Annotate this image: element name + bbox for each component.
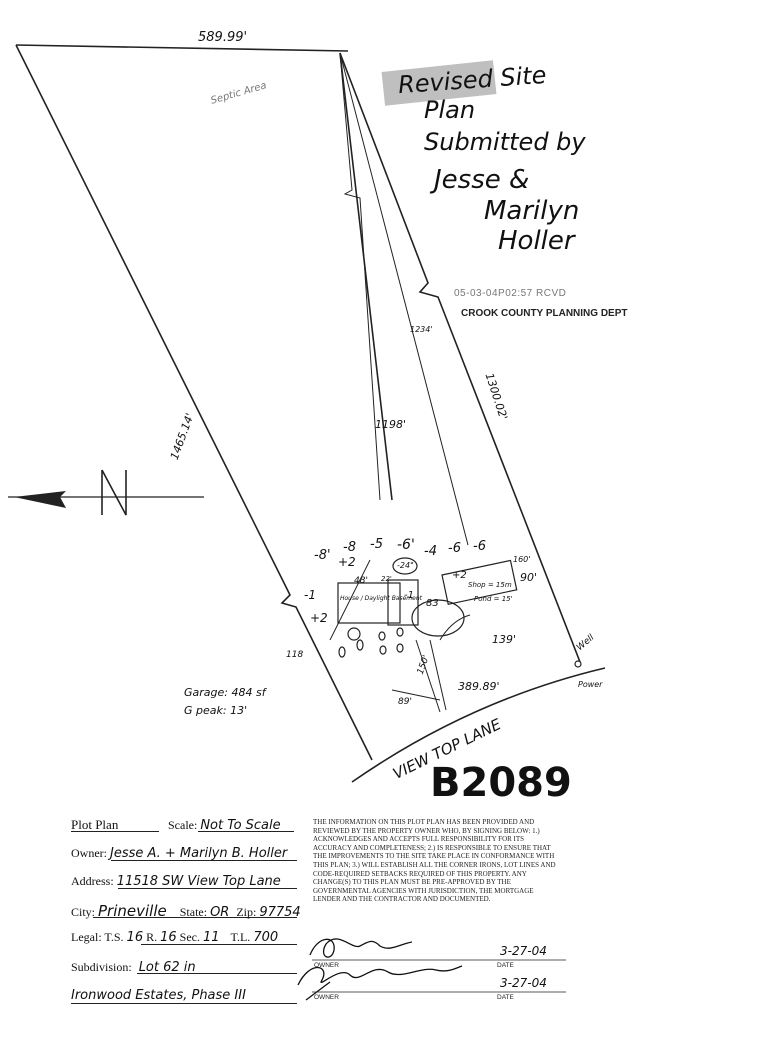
city-row: City: Prineville State: OR Zip: 97754 <box>71 902 301 920</box>
garage-peak-note: G peak: 13' <box>184 704 248 717</box>
right-frontage-dimension: 139' <box>492 633 517 646</box>
plot-plan-title: Plot Plan <box>71 817 119 832</box>
department-stamp: CROOK COUNTY PLANNING DEPT <box>461 308 628 319</box>
owner-label: Owner: <box>71 846 107 860</box>
elevation-mark: -1 <box>404 590 414 601</box>
date-label: DATE <box>497 962 514 969</box>
building-footprints <box>337 557 582 668</box>
elevation-mark: -6' <box>397 537 415 553</box>
heading-line: Submitted by <box>424 128 586 156</box>
owner-signature-label: OWNER <box>314 962 339 969</box>
ts-value: 16 <box>126 930 144 945</box>
owner-row: Owner: Jesse A. + Marilyn B. Holler <box>71 846 287 861</box>
heading-line: Holler <box>498 226 575 256</box>
legal-label: Legal: T.S. <box>71 930 124 944</box>
elevation-mark: +2 <box>452 570 467 581</box>
subdivision-underline-2 <box>71 1003 297 1004</box>
top-boundary-dimension: 589.99' <box>198 30 248 45</box>
address-underline <box>118 888 297 889</box>
zip-value: 97754 <box>259 905 301 920</box>
signature-date: 3-27-04 <box>500 976 547 990</box>
address-label: Address: <box>71 874 114 888</box>
scale-value: Not To Scale <box>200 818 281 833</box>
subdivision-underline <box>137 973 297 974</box>
small-dimension: 1234' <box>410 325 433 334</box>
subdivision-value-2: Ironwood Estates, Phase III <box>71 988 246 1003</box>
house-dimension: 48' <box>354 576 368 586</box>
house-dimension: 90' <box>520 571 538 584</box>
north-arrow-icon <box>8 469 204 516</box>
elevation-mark: -6 <box>473 539 486 554</box>
lot-boundary <box>15 44 606 783</box>
frontage-dimension: 389.89' <box>458 680 500 693</box>
owner-signature-label: OWNER <box>314 994 339 1001</box>
subdivision-value: Lot 62 in <box>138 960 196 975</box>
house-label: House / Daylight Basement <box>340 595 422 602</box>
city-underline <box>93 917 297 918</box>
address-row: Address: 11518 SW View Top Lane <box>71 874 281 889</box>
title-underline <box>71 831 159 832</box>
received-stamp: 05-03-04P02:57 RCVD <box>454 288 567 299</box>
signature-lines <box>312 959 566 993</box>
shop-label: Shop = 15m <box>468 581 512 589</box>
legal-underline <box>141 944 297 945</box>
scale-underline <box>198 831 294 832</box>
side-setback: 118 <box>286 650 304 660</box>
elevation-mark: -5 <box>370 537 383 552</box>
city-label: City: <box>71 905 96 919</box>
center-dimension: 1198' <box>375 418 407 431</box>
elevation-mark: -8 <box>343 540 356 555</box>
date-label: DATE <box>497 994 514 1001</box>
owner-signature <box>297 938 463 1001</box>
elevation-mark: -8' <box>314 548 331 563</box>
heading-line: Jesse & <box>434 165 530 195</box>
heading-line: Plan <box>424 96 476 124</box>
elevation-mark: -6 <box>448 541 461 556</box>
section-value: 11 <box>202 930 220 945</box>
front-setback: 89' <box>398 697 412 707</box>
house-dimension: 22' <box>381 575 392 583</box>
elevation-mark: +2 <box>338 555 356 569</box>
address-value: 11518 SW View Top Lane <box>116 874 281 889</box>
zip-label: Zip: <box>236 905 257 919</box>
range-label: R. <box>146 930 158 944</box>
state-label: State: <box>179 905 208 919</box>
power-label: Power <box>578 680 603 689</box>
range-value: 16 <box>160 930 177 945</box>
tax-lot-value: 700 <box>253 930 279 945</box>
subdivision-row-2: Ironwood Estates, Phase III <box>71 988 246 1003</box>
section-label: Sec. <box>179 930 200 944</box>
city-value: Prineville <box>98 902 167 920</box>
plot-plan-row: Plot Plan <box>71 817 118 833</box>
heading-line: Marilyn <box>484 196 580 226</box>
highlight-mark <box>381 60 497 106</box>
elevation-mark: -1 <box>304 588 316 602</box>
driveway-lines <box>329 559 471 713</box>
house-dimension: 83 <box>426 598 439 609</box>
scale-row: Scale: Not To Scale <box>168 818 281 833</box>
house-dimension: 160' <box>513 555 531 564</box>
owner-disclaimer: THE INFORMATION ON THIS PLOT PLAN HAS BE… <box>313 818 556 904</box>
elevation-mark: +2 <box>310 611 328 625</box>
elevation-mark: -24" <box>397 561 414 570</box>
tax-lot-label: T.L. <box>230 930 251 944</box>
pond-label: Pond = 15' <box>474 595 513 603</box>
subdivision-row: Subdivision: Lot 62 in <box>71 960 196 975</box>
scale-label: Scale: <box>168 818 198 832</box>
elevation-mark: -4 <box>424 544 437 559</box>
owner-value: Jesse A. + Marilyn B. Holler <box>110 846 288 861</box>
garage-note: Garage: 484 sf <box>184 686 266 699</box>
signature-date: 3-27-04 <box>500 944 547 958</box>
legal-row: Legal: T.S. 16 R. 16 Sec. 11 T.L. 700 <box>71 930 278 945</box>
subdivision-label: Subdivision: <box>71 960 132 974</box>
owner-underline <box>111 860 297 861</box>
state-value: OR <box>210 905 230 920</box>
permit-number: B2089 <box>430 760 572 806</box>
